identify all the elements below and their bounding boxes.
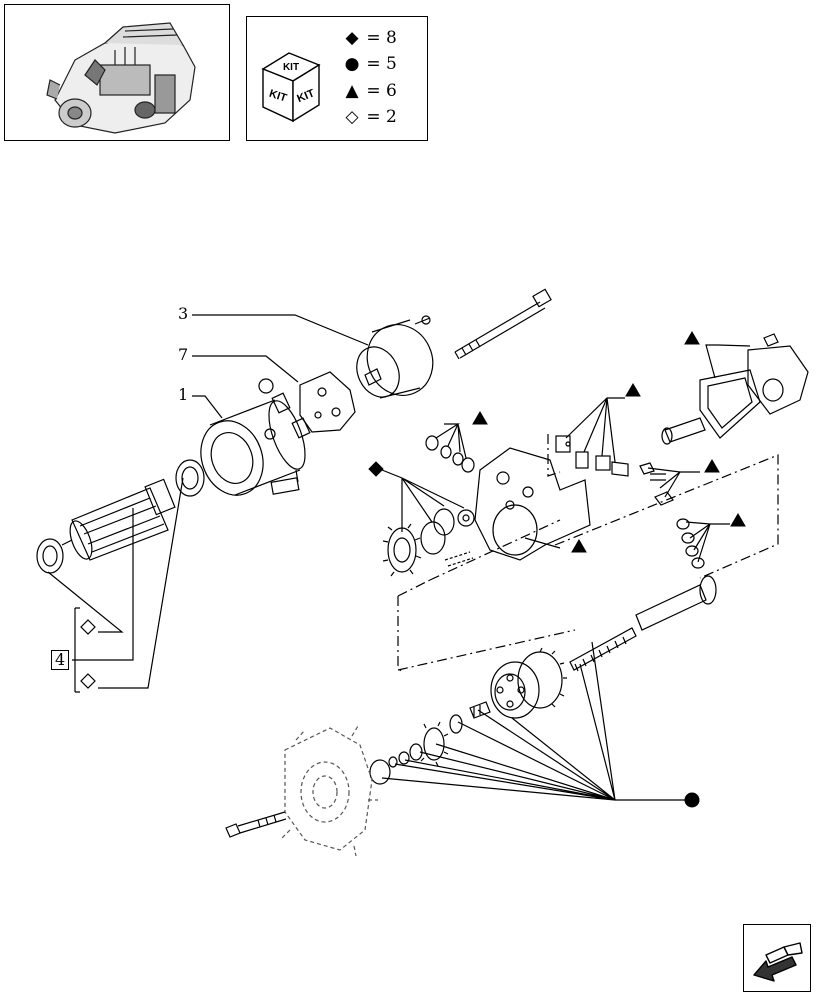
callout-1: 1 [178,385,189,404]
callout-3: 3 [178,304,189,323]
legend-row-triangle: ▲ = 6 [343,81,397,101]
kit-left-label: KIT [268,88,289,105]
gear-cluster-part [382,508,475,577]
callout-7: 7 [178,345,189,364]
filled-diamond-symbol [368,461,384,477]
callout-4: 4 [51,650,70,670]
clutch-part [490,647,567,719]
armature-part [61,478,176,561]
legend-count: = 8 [366,28,397,48]
legend-row-diamond: ◆ = 8 [343,28,397,48]
kit-cube-icon: KIT KIT KIT [261,52,321,123]
washer-set-part [425,435,475,473]
pinion-shaft-part [569,575,717,672]
cover-gasket-part [699,333,809,439]
open-diamond-symbol [80,619,96,635]
filled-diamond-icon: ◆ [345,28,359,48]
brush-plate-part [258,371,356,439]
nut-set-part [676,518,705,569]
end-bearing-part [36,538,64,574]
legend-count: = 5 [366,54,397,74]
legend-row-circle: ● = 5 [343,54,397,74]
end-cover-part [356,319,434,399]
mounting-bolt-part [225,811,287,838]
field-frame-part [200,399,306,496]
plunger-part [639,417,706,506]
assembly-boundary-line [397,434,779,673]
filled-triangle-symbol [730,513,746,527]
through-bolt-part [414,288,552,360]
pinion-part [369,701,491,785]
legend-count: = 2 [366,107,397,127]
filled-triangle-icon: ▲ [345,81,359,101]
filled-triangle-symbol [704,459,720,473]
legend-row-open-diamond: ◇ = 2 [343,107,397,127]
engine-thumbnail-icon [46,22,196,134]
filled-triangle-symbol [684,331,700,345]
symbol-leaders [381,344,751,801]
filled-triangle-symbol [625,383,641,397]
filled-triangle-symbol [472,411,488,425]
callout-leaders [47,314,369,693]
terminal-part [555,435,629,477]
next-page-arrow-icon [753,942,803,982]
legend-count: = 6 [366,81,397,101]
drive-housing-ghost [281,725,378,857]
engine-thumbnail-frame [4,4,230,141]
filled-triangle-symbol [571,539,587,553]
filled-circle-symbol [684,792,700,808]
bearing-part [175,459,205,497]
housing-part [444,447,591,567]
filled-circle-icon: ● [344,54,360,74]
kit-legend-panel: KIT KIT KIT ◆ = 8 ● = 5 ▲ = 6 ◇ = 2 [246,16,428,141]
open-diamond-icon: ◇ [345,107,359,127]
next-page-button[interactable] [743,924,811,992]
kit-top-label: KIT [283,62,299,73]
open-diamond-symbol [80,673,96,689]
